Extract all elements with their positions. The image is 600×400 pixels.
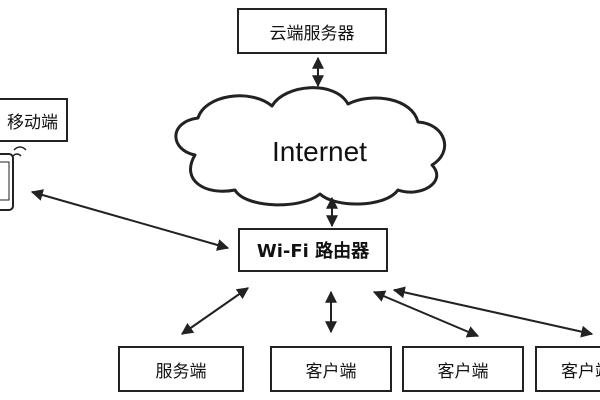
server-label: 服务端	[155, 361, 207, 382]
client-box-1: 客户端	[270, 346, 392, 392]
internet-cloud	[174, 86, 447, 207]
arrow-router-server	[181, 287, 249, 335]
mobile-label: 移动端	[7, 112, 58, 133]
client-box-2: 客户端	[402, 346, 524, 392]
mobile-box: 移动端	[0, 98, 68, 142]
client-label-3: 客户端	[561, 361, 600, 382]
client-label-1: 客户端	[305, 361, 357, 382]
server-box: 服务端	[118, 346, 244, 392]
smartphone-icon	[0, 146, 27, 211]
client-label-2: 客户端	[437, 361, 489, 382]
arrow-router-client2	[372, 290, 480, 338]
cloud-server-box: 云端服务器	[237, 8, 387, 54]
client-box-3: 客户端	[535, 346, 600, 392]
router-label: Wi-Fi 路由器	[256, 241, 370, 262]
cloud-server-label: 云端服务器	[269, 23, 355, 44]
arrow-mobile-router	[30, 189, 230, 251]
arrow-router-client3	[392, 286, 594, 338]
internet-label: Internet	[272, 136, 367, 167]
router-box: Wi-Fi 路由器	[238, 228, 388, 272]
